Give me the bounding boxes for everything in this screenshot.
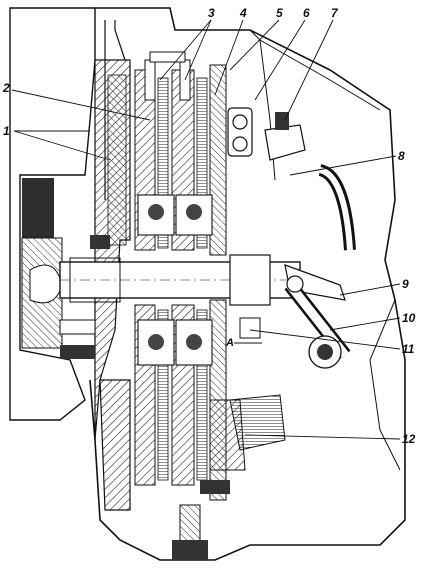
engine-housing <box>9 7 96 421</box>
callout-8: 8 <box>398 149 405 163</box>
callout-11: 11 <box>402 342 415 356</box>
callout-7: 7 <box>331 6 339 20</box>
main-shaft <box>59 254 301 306</box>
callouts: 1 2 3 4 5 6 7 8 9 10 11 12 A <box>2 6 416 446</box>
flywheel <box>94 59 131 511</box>
ribbed-housing <box>209 394 286 471</box>
section-mark-a: A <box>225 337 234 349</box>
callout-1: 1 <box>3 124 10 138</box>
callout-12: 12 <box>402 432 416 446</box>
callout-6: 6 <box>303 6 310 20</box>
callout-9: 9 <box>402 277 409 291</box>
callout-4: 4 <box>239 6 247 20</box>
callout-2: 2 <box>2 81 10 95</box>
flywheel-hub-block <box>22 178 54 238</box>
release-mechanism <box>227 107 356 369</box>
callout-3: 3 <box>208 6 215 20</box>
callout-10: 10 <box>402 311 416 325</box>
callout-5: 5 <box>276 6 283 20</box>
disc-hubs <box>137 194 213 366</box>
